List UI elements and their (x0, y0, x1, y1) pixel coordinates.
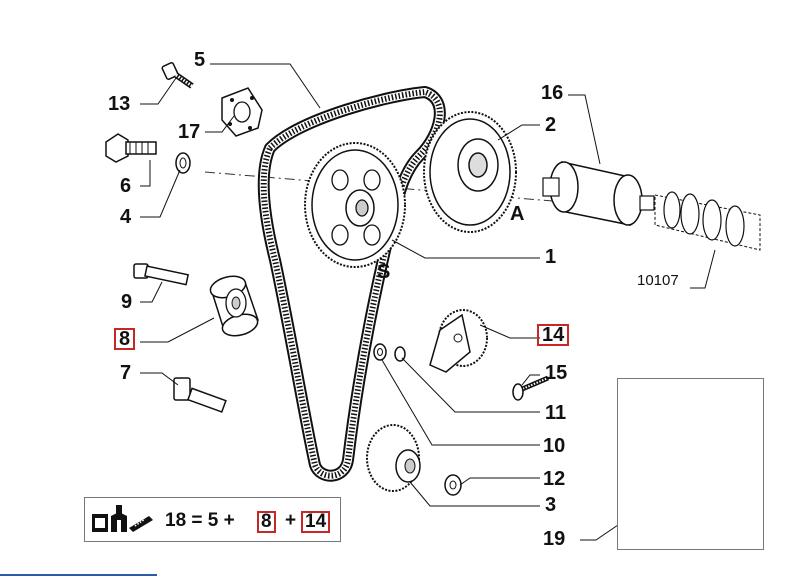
leader-lines (140, 63, 716, 541)
idler-pulley (209, 275, 259, 337)
callout-13: 13 (108, 93, 131, 115)
cover-plate (221, 87, 263, 137)
callout-8: 8 (114, 328, 136, 350)
bolt-13 (161, 62, 194, 89)
formula-lhs: 18 = 5 + (165, 510, 235, 531)
callout-9: 9 (121, 291, 133, 313)
bolt-6 (105, 133, 157, 163)
callout-s: S (377, 261, 391, 283)
bolt-9 (133, 263, 190, 286)
callout-10107: 10107 (637, 272, 679, 289)
callout-19: 19 (543, 528, 566, 550)
washer-11 (394, 346, 406, 362)
camshaft (654, 191, 761, 251)
callout-11: 11 (545, 402, 567, 424)
callout-10: 10 (543, 435, 566, 457)
kit-formula-box: 18 = 5 + 8 + 14 (84, 497, 341, 542)
callout-3: 3 (545, 494, 557, 516)
callout-5: 5 (194, 49, 206, 71)
nut-10 (373, 343, 387, 361)
callout-2: 2 (545, 114, 557, 136)
camshaft-sprocket-a (423, 111, 517, 233)
callout-16: 16 (541, 82, 564, 104)
formula-boxed-14: 14 (301, 511, 331, 533)
crankshaft-sprocket (366, 424, 421, 492)
kit-assembly-icon (92, 505, 153, 532)
washer-12 (444, 474, 462, 496)
callout-15: 15 (545, 362, 568, 384)
timing-belt (257, 86, 446, 482)
callout-17: 17 (178, 121, 201, 143)
washer-4 (175, 152, 191, 174)
belt-kit-inset (617, 378, 764, 550)
callout-1: 1 (545, 246, 557, 268)
callout-7: 7 (120, 362, 132, 384)
screw-15 (512, 375, 549, 401)
callout-a: A (510, 203, 525, 225)
formula-boxed-8: 8 (257, 511, 276, 533)
callout-14: 14 (537, 324, 570, 346)
camshaft-cylinder (542, 161, 655, 226)
callout-6: 6 (120, 175, 132, 197)
bolt-7 (173, 377, 227, 413)
callout-12: 12 (543, 468, 566, 490)
formula-plus: + (285, 510, 297, 531)
tensioner-14 (429, 309, 488, 373)
bottom-rule (0, 574, 157, 576)
callout-4: 4 (120, 206, 132, 228)
camshaft-sprocket-s (304, 142, 406, 268)
